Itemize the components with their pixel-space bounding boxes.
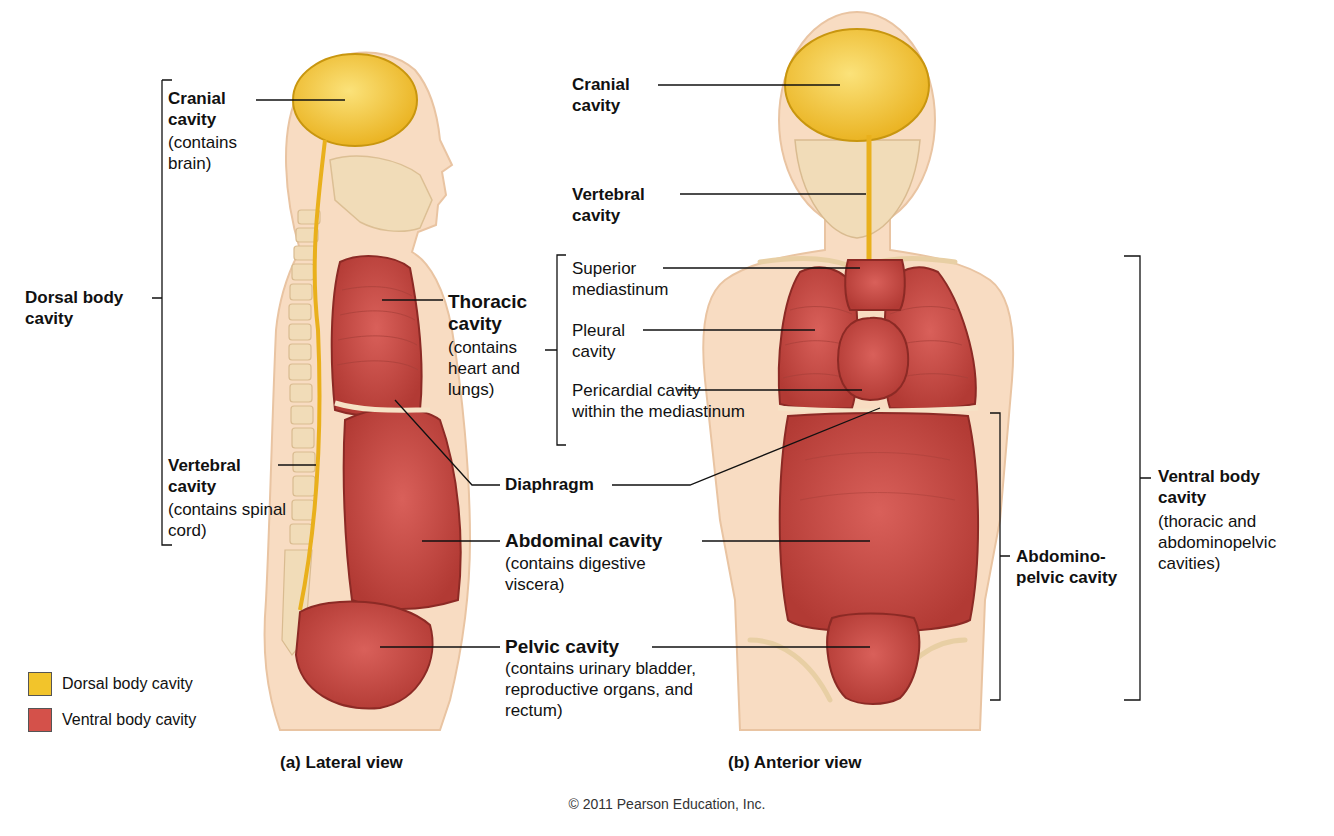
group-label: Ventral body cavity xyxy=(1158,466,1298,508)
legend-text: Dorsal body cavity xyxy=(62,674,193,694)
cavity-label: Thoracic cavity xyxy=(448,291,543,335)
group-note: (thoracic and abdominopelvic cavities) xyxy=(1158,511,1298,574)
copyright-note: © 2011 Pearson Education, Inc. xyxy=(517,794,817,815)
cavity-label: Vertebral cavity xyxy=(572,184,682,226)
cavity-note: (contains brain) xyxy=(168,132,268,174)
group-label: Abdomino-pelvic cavity xyxy=(1016,546,1131,588)
group-label: Dorsal body cavity xyxy=(25,287,150,329)
cavity-note: (contains urinary bladder, reproductive … xyxy=(505,658,720,721)
cavity-label: Cranial cavity xyxy=(168,88,260,130)
cavity-note: (contains heart and lungs) xyxy=(448,337,543,400)
cavity-label: Abdominal cavity xyxy=(505,530,695,552)
cavity-note: (contains spinal cord) xyxy=(168,499,288,541)
leader-lines xyxy=(152,80,1151,700)
structure-label: Diaphragm xyxy=(505,474,615,495)
anterior-figure xyxy=(703,12,1013,730)
cavity-label: Cranial cavity xyxy=(572,74,662,116)
cavity-note: (contains digestive viscera) xyxy=(505,553,705,595)
lateral-figure xyxy=(265,53,470,730)
view-caption: (a) Lateral view xyxy=(280,752,500,773)
region-label: Pericardial cavity within the mediastinu… xyxy=(572,380,747,422)
region-label: Pleural cavity xyxy=(572,320,652,362)
cavity-label: Pelvic cavity xyxy=(505,636,645,658)
legend-text: Ventral body cavity xyxy=(62,710,196,730)
legend-swatch xyxy=(28,672,52,696)
view-caption: (b) Anterior view xyxy=(728,752,958,773)
cavity-label: Vertebral cavity xyxy=(168,455,278,497)
legend-swatch xyxy=(28,708,52,732)
region-label: Superior mediastinum xyxy=(572,258,712,300)
